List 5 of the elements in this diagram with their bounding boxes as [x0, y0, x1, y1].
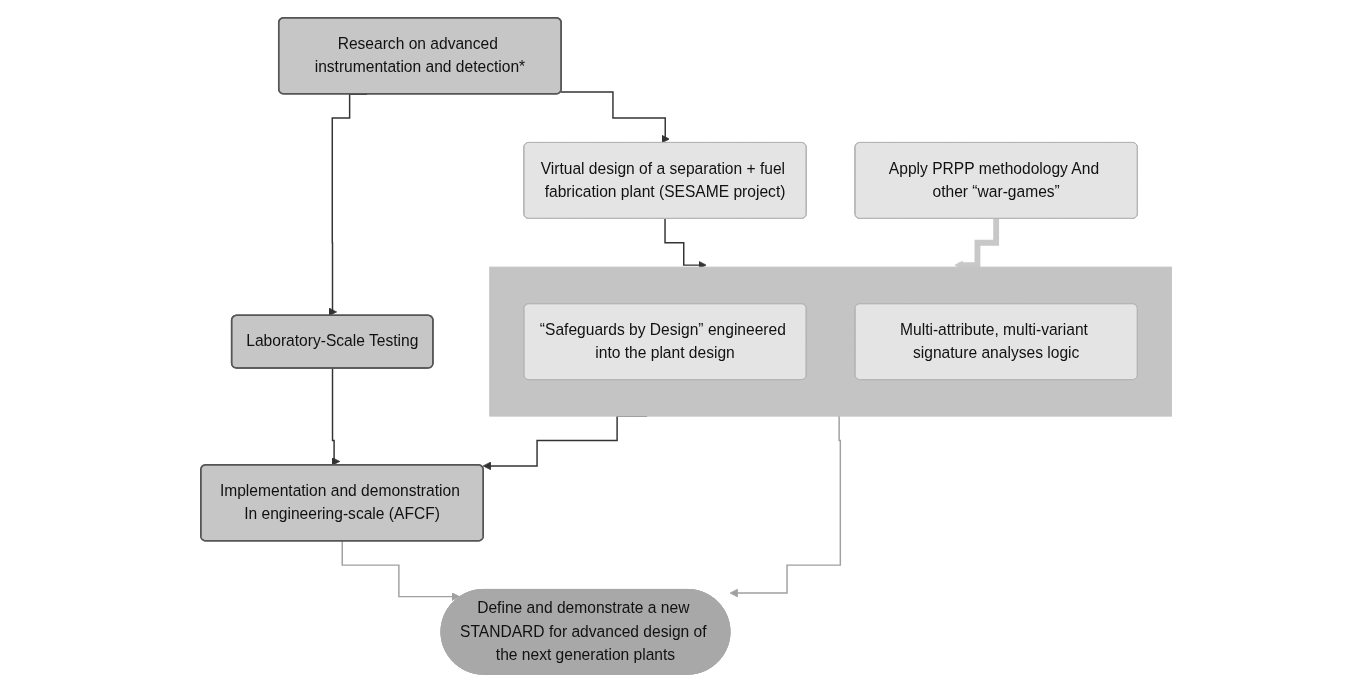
arrow	[331, 367, 341, 466]
cluster	[489, 266, 1172, 417]
arrow	[341, 540, 460, 601]
arrow	[729, 415, 841, 598]
arrow	[560, 91, 670, 144]
